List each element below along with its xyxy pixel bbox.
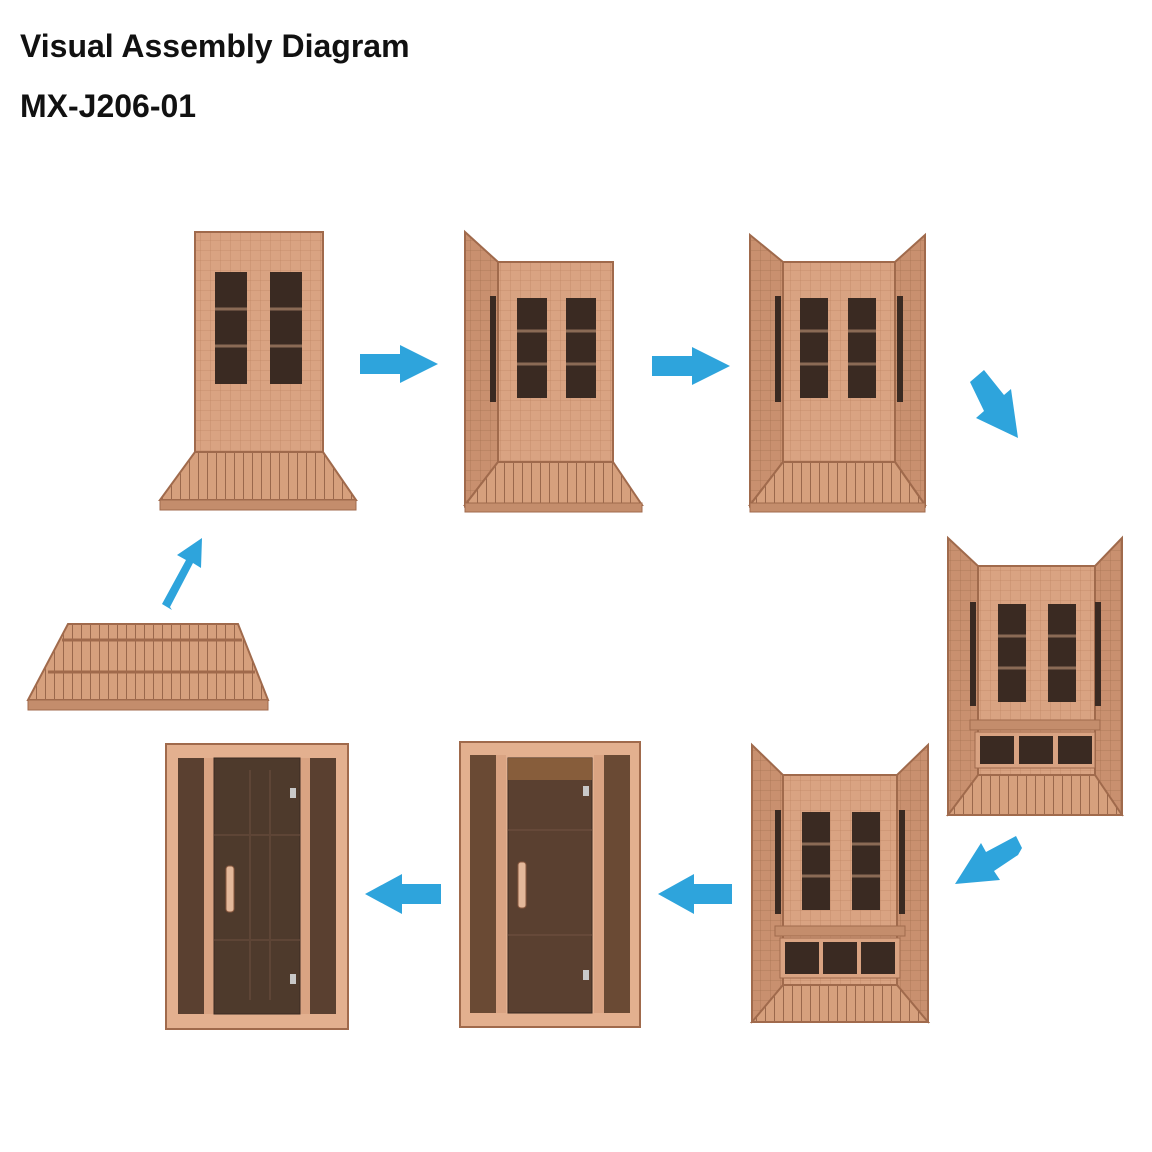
arrow-1-icon: [162, 538, 202, 610]
arrow-5-icon: [955, 836, 1022, 884]
step-front-frame-door: [459, 741, 641, 1028]
step-floor-base: [26, 623, 270, 711]
arrow-2-icon: [360, 345, 438, 383]
arrow-7-icon: [365, 874, 441, 914]
step-right-wall: [747, 232, 927, 513]
step-back-wall: [158, 231, 358, 511]
model-number: MX-J206-01: [20, 88, 197, 124]
page-title: Visual Assembly Diagram: [20, 28, 410, 64]
step-left-wall: [462, 229, 644, 513]
arrow-3-icon: [652, 347, 730, 385]
step-finished-sauna: [165, 743, 349, 1030]
step-roof: [749, 742, 931, 1024]
arrow-6-icon: [658, 874, 732, 914]
arrow-4-icon: [970, 370, 1018, 438]
step-bench: [946, 535, 1124, 817]
